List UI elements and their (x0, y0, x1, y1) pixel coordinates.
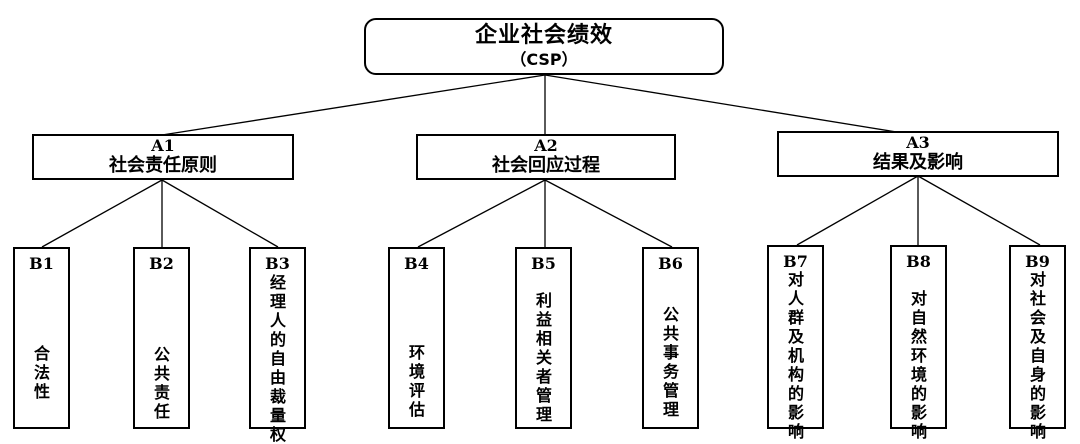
node-b4: B4 环境评估 (388, 247, 445, 429)
connector-a1-b1 (41, 179, 163, 248)
node-b2-code: B2 (149, 254, 174, 273)
node-b2: B2 公共责任 (133, 247, 190, 429)
node-b4-text: 环境评估 (409, 343, 426, 419)
node-b8-code: B8 (906, 252, 931, 271)
node-b3-code: B3 (265, 254, 290, 273)
node-b7: B7 对人群及机构的影响 (767, 245, 824, 441)
node-b5: B5 利益相关者管理 (515, 247, 572, 429)
node-b7-text: 对人群及机构的影响 (788, 270, 805, 441)
node-b3: B3 经理人的自由裁量权 (249, 247, 306, 444)
node-b6: B6 公共事务管理 (642, 247, 699, 429)
node-b8: B8 对自然环境的影响 (890, 245, 947, 441)
node-b8-text: 对自然环境的影响 (911, 289, 928, 441)
connector-a1-b3 (161, 179, 279, 248)
node-a3-code: A3 (906, 133, 930, 152)
connector-a3-b7 (796, 175, 919, 246)
node-a1: A1 社会责任原则 (32, 134, 294, 180)
node-a1-code: A1 (151, 136, 175, 155)
node-b5-text: 利益相关者管理 (536, 291, 553, 424)
node-b9: B9 对社会及自身的影响 (1009, 245, 1066, 441)
node-b1-code: B1 (29, 254, 54, 273)
root-subtitle: （CSP） (510, 49, 578, 69)
node-a2-name: 社会回应过程 (492, 155, 600, 176)
node-b9-code: B9 (1025, 252, 1050, 271)
root-title: 企业社会绩效 (474, 22, 613, 48)
connector-root-a3 (544, 74, 916, 136)
connector-a2-b6 (544, 179, 673, 248)
node-b2-text: 公共责任 (154, 345, 171, 421)
node-b5-code: B5 (531, 254, 556, 273)
node-b6-code: B6 (658, 254, 683, 273)
node-b1-text: 合法性 (34, 344, 51, 401)
node-a3-name: 结果及影响 (873, 152, 963, 173)
node-a2: A2 社会回应过程 (416, 134, 676, 180)
node-b1: B1 合法性 (13, 247, 70, 429)
connector-a3-b9 (917, 175, 1041, 246)
node-b7-code: B7 (783, 252, 808, 271)
connector-a2-b4 (417, 179, 546, 248)
node-b6-text: 公共事务管理 (663, 305, 680, 419)
node-a3: A3 结果及影响 (777, 131, 1059, 177)
node-b9-text: 对社会及自身的影响 (1030, 270, 1047, 441)
node-b4-code: B4 (404, 254, 429, 273)
node-a1-name: 社会责任原则 (109, 155, 217, 176)
connector-root-a1 (161, 74, 546, 136)
root-node-csp: 企业社会绩效 （CSP） (364, 18, 724, 75)
node-b3-text: 经理人的自由裁量权 (270, 273, 287, 444)
node-a2-code: A2 (534, 136, 558, 155)
